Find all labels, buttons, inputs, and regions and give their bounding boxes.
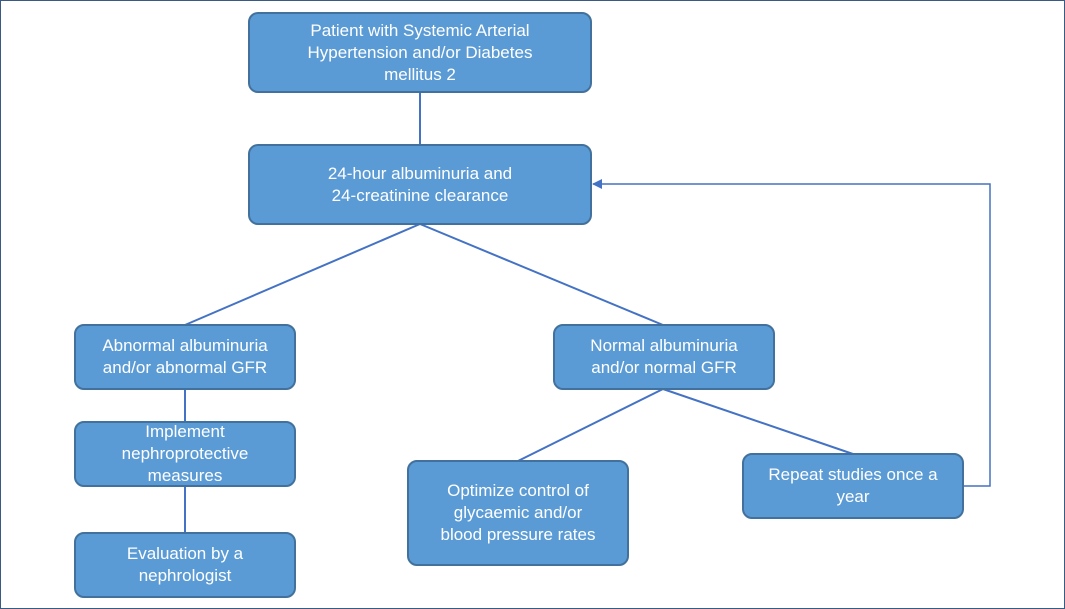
node-patient: Patient with Systemic Arterial Hypertens… bbox=[248, 12, 592, 93]
node-repeat-label: Repeat studies once a year bbox=[768, 465, 938, 506]
connector-tests-abnormal bbox=[184, 223, 421, 326]
node-implement: Implement nephroprotective measures bbox=[74, 421, 296, 487]
connector-repeat-feedback-arrow bbox=[592, 179, 991, 487]
node-implement-label: Implement nephroprotective measures bbox=[121, 422, 249, 485]
node-tests: 24-hour albuminuria and 24-creatinine cl… bbox=[248, 144, 592, 225]
node-optimize-label: Optimize control of glycaemic and/or blo… bbox=[440, 481, 596, 544]
node-abnormal-label: Abnormal albuminuria and/or abnormal GFR bbox=[102, 336, 268, 377]
node-abnormal: Abnormal albuminuria and/or abnormal GFR bbox=[74, 324, 296, 390]
connector-normal-repeat bbox=[662, 388, 854, 455]
node-patient-label: Patient with Systemic Arterial Hypertens… bbox=[307, 20, 533, 84]
node-evaluation: Evaluation by a nephrologist bbox=[74, 532, 296, 598]
node-evaluation-label: Evaluation by a nephrologist bbox=[126, 544, 244, 585]
node-repeat: Repeat studies once a year bbox=[742, 453, 964, 519]
node-tests-label: 24-hour albuminuria and 24-creatinine cl… bbox=[327, 163, 513, 205]
connector-normal-optimize bbox=[517, 388, 664, 462]
node-normal-label: Normal albuminuria and/or normal GFR bbox=[590, 336, 738, 377]
node-normal: Normal albuminuria and/or normal GFR bbox=[553, 324, 775, 390]
connector-tests-normal bbox=[419, 223, 664, 326]
node-optimize: Optimize control of glycaemic and/or blo… bbox=[407, 460, 629, 566]
